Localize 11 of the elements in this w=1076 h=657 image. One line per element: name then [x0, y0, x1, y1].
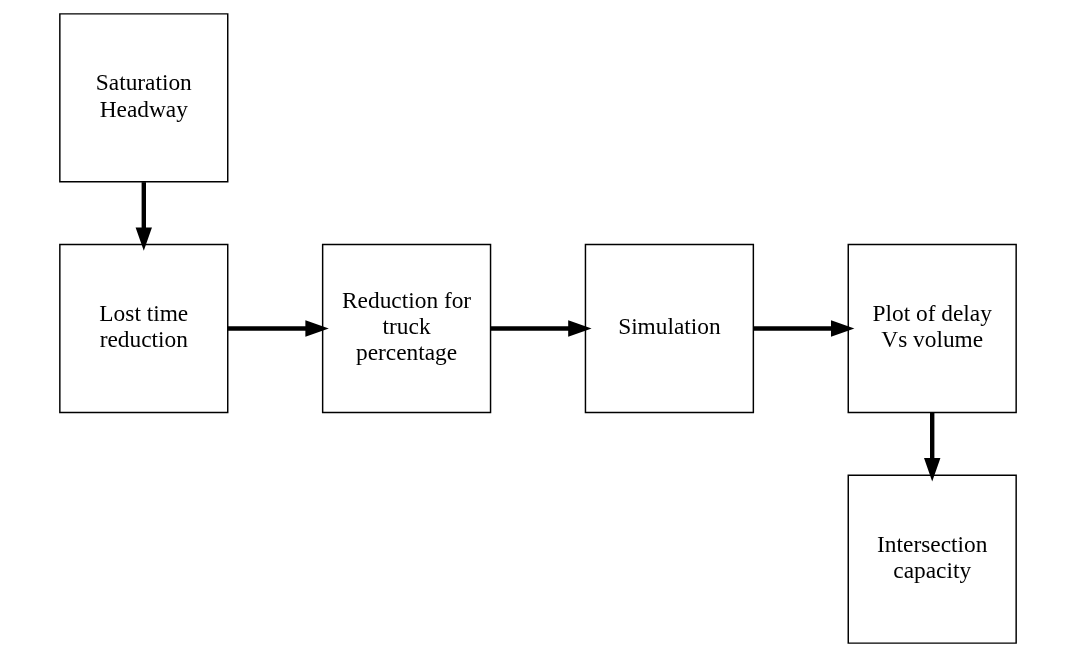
arrow	[924, 412, 941, 482]
node-box: Simulation	[584, 243, 755, 414]
node-box: Reduction for truck percentage	[321, 243, 492, 414]
node-box: Intersection capacity	[847, 474, 1017, 644]
node-box: Plot of delay Vs volume	[847, 243, 1017, 414]
arrow	[135, 182, 152, 251]
arrow	[228, 320, 329, 337]
arrow	[490, 320, 592, 337]
arrow	[753, 320, 855, 337]
node-box: Saturation Headway	[59, 13, 229, 183]
node-box: Lost time reduction	[59, 243, 229, 414]
